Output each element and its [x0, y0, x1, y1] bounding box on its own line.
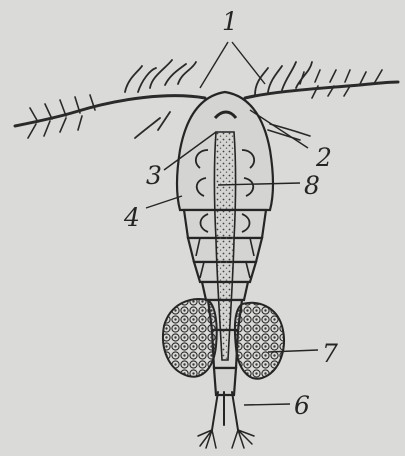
leader-1a: [200, 42, 228, 88]
leader-1b: [232, 42, 265, 84]
left-egg-sac: [163, 299, 217, 377]
left-antenna: [15, 60, 205, 138]
callout-8: 8: [304, 171, 320, 200]
callout-6: 6: [294, 391, 310, 420]
leader-4: [146, 196, 182, 208]
callout-3: 3: [146, 161, 162, 190]
right-egg-sac: [235, 303, 284, 379]
callout-7: 7: [322, 339, 338, 368]
callout-2: 2: [315, 143, 332, 172]
right-antenna: [245, 62, 398, 140]
leader-6: [244, 404, 290, 405]
callout-4: 4: [123, 203, 140, 232]
callout-1: 1: [222, 7, 238, 36]
furca: [198, 392, 254, 448]
